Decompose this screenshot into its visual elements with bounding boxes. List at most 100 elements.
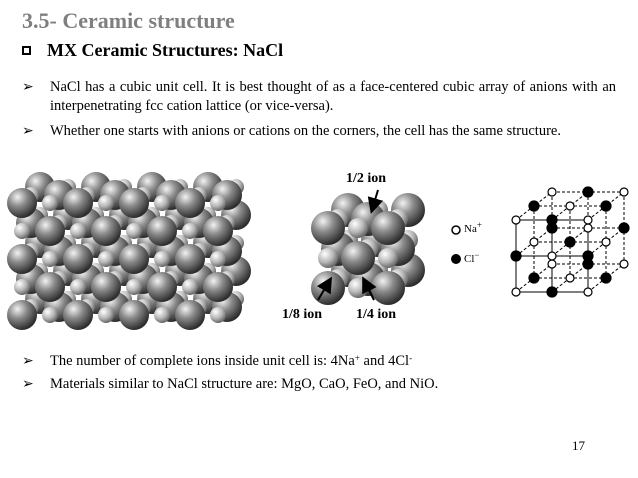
anion-sphere <box>63 244 93 274</box>
na-legend: Na+ <box>464 220 482 235</box>
anion-sphere <box>203 272 233 302</box>
anion-sphere <box>91 216 121 246</box>
slide-title: 3.5- Ceramic structure <box>22 8 235 33</box>
anion-sphere <box>7 300 37 330</box>
cl-ion-node <box>546 286 558 298</box>
bullet-3-text: The number of complete ions inside unit … <box>50 352 616 371</box>
anion-sphere <box>119 300 149 330</box>
na-ion-node <box>601 237 611 247</box>
quarter-ion-label: 1/4 ion <box>356 307 397 322</box>
cl-ion-node <box>582 250 594 262</box>
na-ion-node <box>511 215 521 225</box>
cl-ion-node <box>510 250 522 262</box>
na-ion-node <box>529 237 539 247</box>
page-number: 17 <box>572 438 585 453</box>
anion-sphere <box>119 244 149 274</box>
anion-sphere <box>63 300 93 330</box>
cation-sphere <box>126 223 142 239</box>
cation-sphere <box>182 279 198 295</box>
nacl-crystal-block <box>7 172 251 330</box>
bullet-1-text: NaCl has a cubic unit cell. It is best t… <box>50 79 616 114</box>
arrowhead-icon: ➢ <box>22 124 34 139</box>
bullet-3-main: The number of complete ions inside unit … <box>50 353 355 369</box>
na-ion-node <box>547 259 557 269</box>
cation-sphere <box>348 218 368 238</box>
cation-sphere <box>98 195 114 211</box>
na-ion-node <box>583 223 593 233</box>
nacl-unit-cell-wireframe <box>510 186 630 298</box>
bullet-2-text: Whether one starts with anions or cation… <box>50 123 561 139</box>
cl-ion-node <box>564 236 576 248</box>
anion-sphere <box>7 188 37 218</box>
cation-sphere <box>42 307 58 323</box>
anion-sphere <box>63 188 93 218</box>
cation-sphere <box>42 195 58 211</box>
na-legend-symbol <box>451 225 461 235</box>
na-ion-node <box>583 287 593 297</box>
cl-legend: Cl− <box>464 250 480 265</box>
bullet-4: ➢ Materials similar to NaCl structure ar… <box>22 375 616 394</box>
cl-ion-node <box>600 272 612 284</box>
subheading: MX Ceramic Structures: NaCl <box>22 40 283 61</box>
anion-sphere <box>341 241 375 275</box>
cation-sphere <box>210 195 226 211</box>
anion-sphere <box>147 272 177 302</box>
anion-sphere <box>35 216 65 246</box>
anion-sphere <box>35 272 65 302</box>
anion-sphere <box>371 271 405 305</box>
bullet-1: ➢ NaCl has a cubic unit cell. It is best… <box>22 78 616 116</box>
cl-ion-node <box>582 186 594 198</box>
bullet-4-text: Materials similar to NaCl structure are:… <box>50 376 439 392</box>
legend-symbols <box>451 225 461 264</box>
cl-ion-node <box>528 200 540 212</box>
na-ion-node <box>619 259 629 269</box>
arrowhead-icon: ➢ <box>22 80 34 95</box>
anion-sphere <box>175 244 205 274</box>
cation-sphere <box>98 251 114 267</box>
cation-sphere <box>42 251 58 267</box>
na-legend-label: Na <box>464 223 477 235</box>
anion-sphere <box>311 271 345 305</box>
cation-sphere <box>70 279 86 295</box>
subheading-text: MX Ceramic Structures: NaCl <box>47 40 284 60</box>
na-ion-node <box>619 187 629 197</box>
cation-sphere <box>126 279 142 295</box>
anion-sphere <box>91 272 121 302</box>
cation-sphere <box>210 307 226 323</box>
cl-legend-label: Cl <box>464 253 475 265</box>
bullet-3-mid: and 4Cl <box>359 353 410 369</box>
na-ion-node <box>583 215 593 225</box>
anion-sphere <box>147 216 177 246</box>
cation-sphere <box>348 278 368 298</box>
cl-legend-symbol <box>451 254 461 264</box>
na-ion-node <box>565 201 575 211</box>
anion-sphere <box>175 300 205 330</box>
cl-ion-node <box>600 200 612 212</box>
half-ion-label: 1/2 ion <box>346 171 387 186</box>
cl-legend-sup: − <box>474 250 480 260</box>
nacl-unit-cell-spheres <box>311 193 425 305</box>
cation-sphere <box>154 195 170 211</box>
bullet-3: ➢ The number of complete ions inside uni… <box>22 352 616 371</box>
na-ion-node <box>547 187 557 197</box>
cation-sphere <box>318 248 338 268</box>
arrowhead-icon: ➢ <box>22 377 34 392</box>
cation-sphere <box>182 223 198 239</box>
anion-sphere <box>311 211 345 245</box>
anion-sphere <box>7 244 37 274</box>
arrowhead-icon: ➢ <box>22 354 34 369</box>
na-ion-node <box>565 273 575 283</box>
cl-ion-node <box>546 214 558 226</box>
hollow-square-icon <box>22 46 31 55</box>
cation-sphere <box>154 251 170 267</box>
cl-ion-node <box>618 222 630 234</box>
eighth-ion-label: 1/8 ion <box>282 307 323 322</box>
cation-sphere <box>14 279 30 295</box>
cation-sphere <box>154 307 170 323</box>
anion-sphere <box>175 188 205 218</box>
bullet-2: ➢ Whether one starts with anions or cati… <box>22 122 616 141</box>
bullet-3-sup1: + <box>354 353 360 363</box>
anion-sphere <box>371 211 405 245</box>
bullet-3-sup2: - <box>409 353 413 363</box>
na-ion-node <box>547 251 557 261</box>
